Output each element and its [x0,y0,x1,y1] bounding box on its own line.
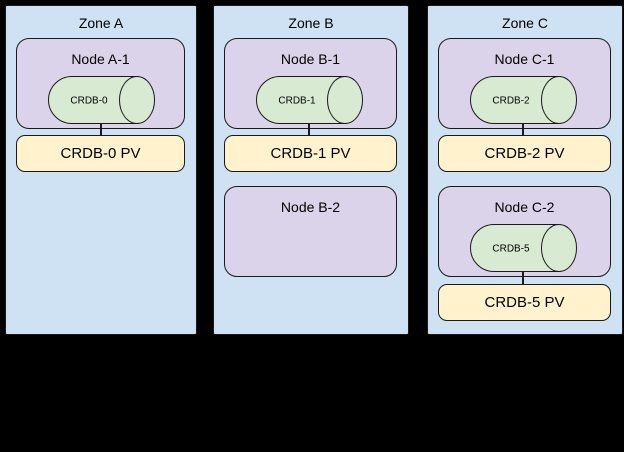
zone-a-label: Zone A [78,15,124,31]
crdb-5-pv-label: CRDB-5 PV [484,294,565,311]
node-b-1-label: Node B-1 [280,51,341,67]
crdb-2-pv-box: CRDB-2 PV [438,135,611,172]
node-b-2-label: Node B-2 [280,199,341,215]
zone-a: Zone A Node A-1 CRDB-0 CRDB-0 PV [5,5,197,335]
crdb-2-pv-label: CRDB-2 PV [484,145,565,162]
node-a-1-label: Node A-1 [71,51,130,67]
crdb-1-label: CRDB-1 [278,96,316,107]
node-b-1: Node B-1 CRDB-1 [224,38,397,129]
database-cylinder-icon: CRDB-0 [48,76,155,124]
connector-line [308,123,310,136]
crdb-0-pv-box: CRDB-0 PV [16,135,185,172]
crdb-5-label: CRDB-5 [492,244,530,255]
connector-line [522,123,524,136]
node-a-1: Node A-1 CRDB-0 [16,38,185,129]
node-c-1-label: Node C-1 [494,51,555,67]
database-cylinder-icon: CRDB-5 [470,224,577,272]
crdb-0-pv-label: CRDB-0 PV [60,145,141,162]
crdb-5-pod: CRDB-5 [470,224,577,272]
crdb-2-pod: CRDB-2 [470,76,577,124]
crdb-0-pod: CRDB-0 [48,76,155,124]
crdb-1-pv-label: CRDB-1 PV [270,145,351,162]
crdb-5-pv-box: CRDB-5 PV [438,284,611,321]
database-cylinder-icon: CRDB-1 [256,76,363,124]
node-c-1: Node C-1 CRDB-2 [438,38,611,129]
connector-line [522,271,524,285]
node-b-2: Node B-2 [224,186,397,277]
crdb-2-label: CRDB-2 [492,96,530,107]
zone-c-label: Zone C [502,15,548,31]
node-c-2-label: Node C-2 [494,199,555,215]
database-cylinder-icon: CRDB-2 [470,76,577,124]
zone-c: Zone C Node C-1 CRDB-2 CRDB-2 PV Node C-… [427,5,623,335]
zone-b: Zone B Node B-1 CRDB-1 CRDB-1 PV Node B-… [213,5,409,335]
crdb-1-pv-box: CRDB-1 PV [224,135,397,172]
crdb-1-pod: CRDB-1 [256,76,363,124]
node-c-2: Node C-2 CRDB-5 [438,186,611,277]
crdb-0-label: CRDB-0 [70,96,108,107]
connector-line [100,123,102,136]
zone-b-label: Zone B [288,15,334,31]
